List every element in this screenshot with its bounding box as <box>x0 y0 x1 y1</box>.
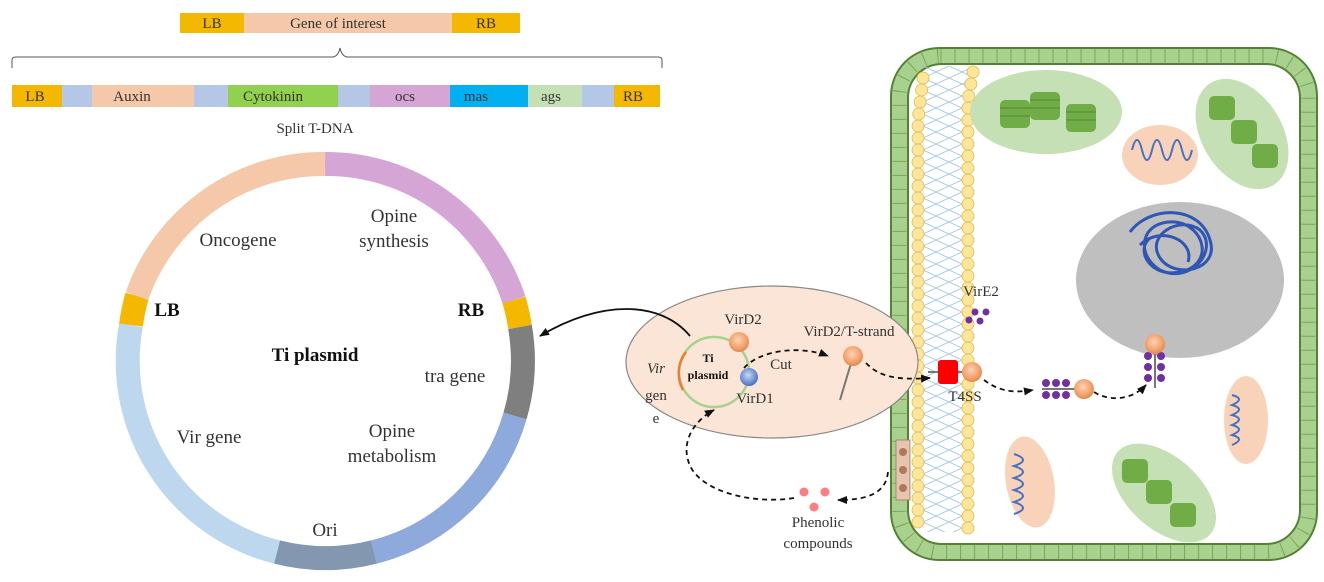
split-lb-label: LB <box>25 89 44 105</box>
ring-label-opine-metabolism-1: Opine <box>369 421 415 442</box>
phenolic-compounds <box>799 487 830 512</box>
membrane-lipids <box>911 65 980 535</box>
virD2-tstrand-label: VirD2/T-strand <box>803 324 895 340</box>
virE2-proteins <box>965 308 990 325</box>
small-plasmid-tdna-arc <box>677 351 688 391</box>
nucleus <box>1076 202 1284 358</box>
ring-label-opine-synthesis-2: synthesis <box>359 231 429 252</box>
top-goi-segment <box>244 13 452 33</box>
ring-label-tra-gene: tra gene <box>425 366 486 387</box>
ring-opine-metabolism <box>370 412 527 564</box>
ring-label-rb: RB <box>458 300 485 321</box>
t4ss: T4SS <box>928 360 982 405</box>
split-spacer-2 <box>194 85 228 107</box>
split-auxin-label: Auxin <box>113 89 151 105</box>
split-rb-label: RB <box>623 89 643 105</box>
brace <box>11 47 663 68</box>
top-rb-segment <box>452 13 520 33</box>
split-ags-label: ags <box>541 89 561 105</box>
ring-label-oncogene: Oncogene <box>199 230 276 251</box>
split-cytokinin <box>228 85 338 107</box>
split-tdna-caption: Split T-DNA <box>276 121 353 137</box>
top-construct: LB Gene of interest RB <box>180 13 520 33</box>
virD2-protein <box>729 332 749 352</box>
phenolic-label-2: compounds <box>783 536 852 552</box>
ring-label-ori: Ori <box>312 520 337 541</box>
ring-opine-synthesis <box>324 151 526 304</box>
plant-cell <box>890 47 1318 561</box>
vir-gene-label-2: gen <box>645 388 667 404</box>
small-plasmid-label-1: Ti <box>702 351 714 365</box>
virD2-tstrand-protein <box>843 346 863 366</box>
split-ocs-label: ocs <box>395 89 415 105</box>
phenolic-induction-arrow <box>685 409 795 501</box>
small-plasmid-label-2: plasmid <box>688 368 729 382</box>
transfer-arrow-1 <box>865 362 931 383</box>
t4ss-protein <box>962 362 982 382</box>
split-cytokinin-label: Cytokinin <box>243 89 304 105</box>
t4ss-label: T4SS <box>948 389 981 405</box>
split-lb <box>12 85 62 107</box>
split-mas <box>450 85 528 107</box>
split-spacer-4 <box>582 85 614 107</box>
ring-label-vir-gene: Vir gene <box>177 427 242 448</box>
mitochondrion-right <box>1224 376 1268 464</box>
split-tdna: LB Auxin Cytokinin ocs mas ags RB Split … <box>12 85 660 137</box>
ring-oncogene <box>125 151 326 301</box>
split-spacer-1 <box>62 85 92 107</box>
phenolic-label-1: Phenolic <box>792 515 845 531</box>
transfer-arrow-3 <box>1093 384 1147 400</box>
chloroplast-top <box>970 70 1122 154</box>
chloroplast-top-right <box>1195 78 1289 190</box>
vir-gene-label-3: e <box>653 411 660 427</box>
ring-rb <box>502 296 532 329</box>
tcomplex-cytoplasm <box>1042 379 1094 399</box>
virD1-protein <box>740 368 758 386</box>
cut-label: Cut <box>770 357 793 373</box>
vir-gene-label-1: Vir <box>647 361 665 377</box>
mitochondrion-top <box>1122 125 1198 185</box>
agrobacterium: Ti plasmid Vir gen e VirD2 VirD1 Cut Vir… <box>625 285 931 439</box>
split-ags <box>528 85 582 107</box>
chloroplast-bottom <box>1112 443 1216 543</box>
top-lb-segment <box>180 13 244 33</box>
ring-tra-gene <box>503 324 535 420</box>
ti-plasmid-ring: Opine synthesis RB tra gene Opine metabo… <box>115 151 535 570</box>
top-lb-label: LB <box>202 16 221 32</box>
top-goi-label: Gene of interest <box>290 16 387 32</box>
ring-ori <box>274 540 377 570</box>
ring-vir-gene <box>115 322 280 564</box>
tcomplex-nucleus <box>1144 334 1165 388</box>
split-spacer-3 <box>338 85 370 107</box>
ring-label-opine-metabolism-2: metabolism <box>348 446 437 467</box>
split-mas-label: mas <box>464 89 488 105</box>
transfer-arrow-2 <box>983 379 1034 396</box>
split-ocs <box>370 85 450 107</box>
top-rb-label: RB <box>476 16 496 32</box>
bacterium-body <box>625 285 919 439</box>
ring-label-lb: LB <box>154 300 180 321</box>
mitochondrion-bottom-left <box>1005 436 1055 528</box>
ring-lb <box>119 292 149 327</box>
virD1-label: VirD1 <box>736 391 773 407</box>
phenolic-release-arrow <box>837 471 889 504</box>
split-auxin <box>92 85 194 107</box>
tstrand-line <box>839 359 853 401</box>
virE2-label: VirE2 <box>963 284 999 300</box>
wall-channel <box>895 439 911 501</box>
ring-label-opine-synthesis-1: Opine <box>371 206 417 227</box>
t4ss-pore <box>938 360 958 384</box>
virD2-label: VirD2 <box>724 312 761 328</box>
ring-title: Ti plasmid <box>272 345 359 366</box>
split-rb <box>614 85 660 107</box>
chromatin <box>1128 211 1213 276</box>
plasmid-zoom-arrow <box>539 308 691 337</box>
